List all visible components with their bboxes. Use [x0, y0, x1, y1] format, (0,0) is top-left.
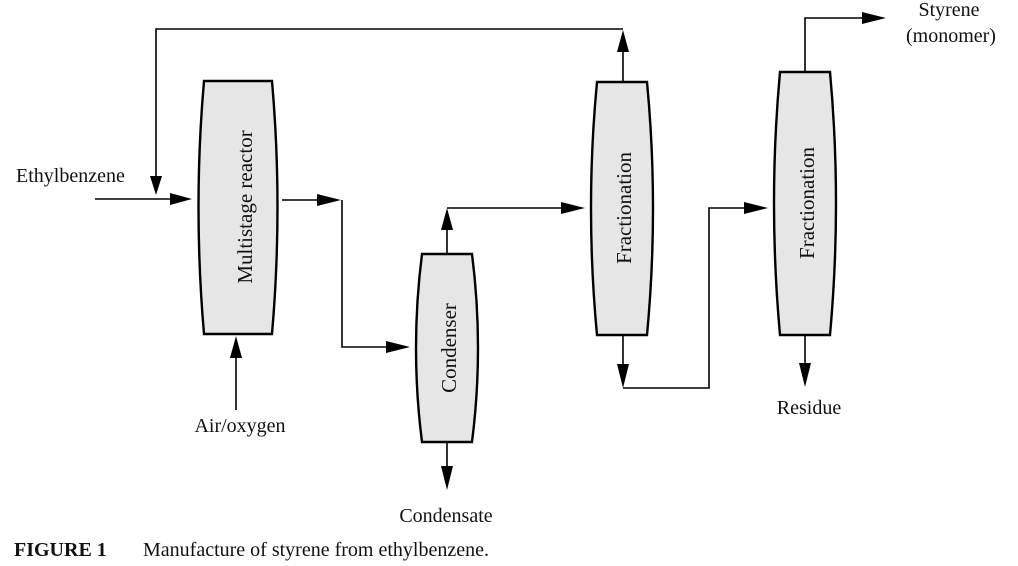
frac1-bottoms-arrowhead: [617, 364, 629, 388]
condenser-vessel: [414, 252, 480, 444]
reactor-outlet-arrowhead: [317, 194, 341, 206]
condenser-label: Condenser: [437, 303, 461, 393]
condensate-arrowhead: [441, 466, 453, 490]
styrene-arrowhead: [862, 12, 886, 24]
fractionation-2-label: Fractionation: [795, 147, 819, 259]
recycle-line: [155, 28, 623, 180]
figure-caption-label: FIGURE 1: [14, 539, 107, 561]
frac1-to-frac2-line: [623, 207, 746, 389]
residue-arrowhead: [799, 363, 811, 387]
multistage-reactor-vessel: [197, 79, 279, 336]
condenser-inlet-arrowhead: [386, 341, 410, 353]
ethylbenzene-label: Ethylbenzene: [16, 165, 125, 187]
condenser-overhead-arrowhead: [441, 208, 453, 230]
air-arrowhead: [230, 336, 242, 358]
reactor-to-condenser-line: [341, 200, 388, 348]
figure-caption-text: Manufacture of styrene from ethylbenzene…: [143, 539, 489, 561]
air-oxygen-label: Air/oxygen: [194, 415, 285, 437]
fractionation-column-1: [589, 80, 655, 337]
reactor-label: Multistage reactor: [233, 130, 257, 283]
fractionation-column-2: [772, 70, 838, 337]
styrene-monomer-label: (monomer): [906, 25, 996, 47]
styrene-product-line: [804, 17, 864, 72]
condensate-label: Condensate: [399, 505, 492, 527]
frac2-inlet-arrowhead: [744, 202, 768, 214]
frac1-inlet-arrowhead: [561, 202, 585, 214]
feed-arrowhead: [170, 193, 192, 205]
fractionation-1-label: Fractionation: [612, 152, 636, 264]
residue-label: Residue: [777, 397, 842, 419]
recycle-arrowhead: [150, 176, 162, 195]
styrene-label: Styrene: [918, 0, 979, 21]
frac1-overhead-arrowhead: [617, 30, 629, 52]
